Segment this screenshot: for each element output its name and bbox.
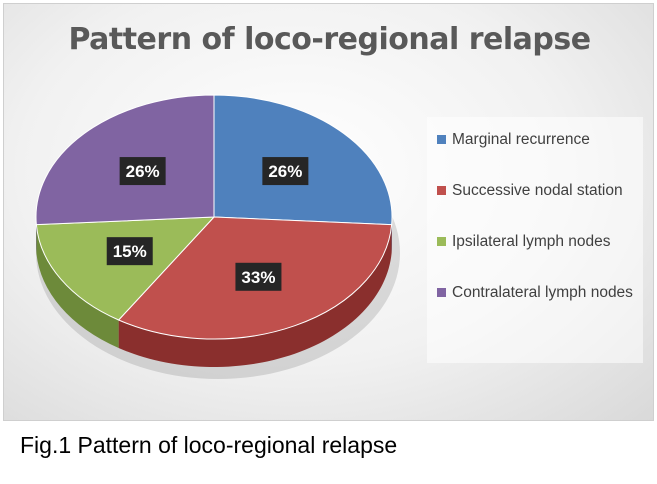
data-label-0: 26% <box>262 157 309 186</box>
chart-title: Pattern of loco-regional relapse <box>68 22 591 57</box>
legend-item: Ipsilateral lymph nodes <box>437 231 633 252</box>
data-label-box <box>119 157 166 186</box>
data-label-1: 33% <box>235 262 282 291</box>
data-label-text: 33% <box>241 268 275 287</box>
legend-item: Marginal recurrence <box>437 129 633 150</box>
chart-area: Pattern of loco-regional relapse 26% 33% 1… <box>3 3 654 421</box>
pie-side-2 <box>36 224 119 349</box>
legend-item: Successive nodal station <box>437 180 633 201</box>
data-label-text: 26% <box>126 162 160 181</box>
legend-item: Contralateral lymph nodes <box>437 282 633 303</box>
pie-slice-2 <box>35 216 216 321</box>
data-label-box <box>106 237 153 266</box>
legend-label: Successive nodal station <box>452 182 623 199</box>
legend-label: Ipsilateral lymph nodes <box>452 233 611 250</box>
data-label-box <box>235 262 282 291</box>
data-label-text: 26% <box>268 162 302 181</box>
pie-chart: 26% 33% 15% 26% <box>35 94 400 379</box>
legend-swatch <box>437 288 446 297</box>
legend-swatch <box>437 237 446 246</box>
data-label-3: 26% <box>119 157 166 186</box>
legend-label: Contralateral lymph nodes <box>452 284 633 301</box>
pie-side-1 <box>118 224 392 367</box>
data-label-box <box>262 157 309 186</box>
data-label-2: 15% <box>106 237 153 266</box>
legend-label: Marginal recurrence <box>452 131 590 148</box>
legend-swatch <box>437 186 446 195</box>
data-label-text: 15% <box>113 242 147 261</box>
legend-swatch <box>437 135 446 144</box>
figure-caption: Fig.1 Pattern of loco-regional relapse <box>20 432 398 458</box>
